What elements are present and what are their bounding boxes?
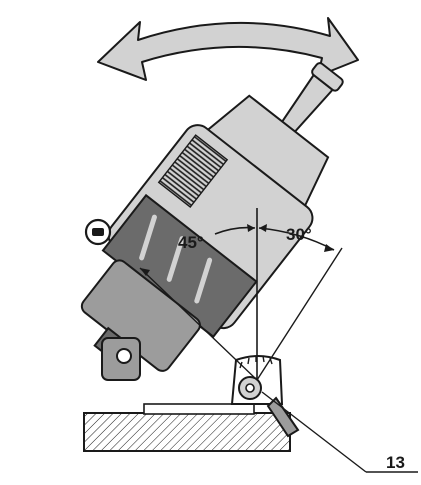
angle-lines	[139, 208, 343, 381]
angle-right-label: 30°	[286, 225, 312, 244]
line-30-degree	[256, 247, 343, 381]
bracket-knob	[101, 337, 141, 381]
base-plate	[83, 403, 291, 452]
angle-left-label: 45°	[178, 233, 204, 252]
double-arrow-icon	[97, 17, 359, 81]
callout-13-label: 13	[386, 453, 405, 472]
lock-knob-icon	[84, 218, 112, 246]
line-45-degree	[139, 267, 258, 381]
router-body	[80, 62, 344, 372]
callout-leader	[261, 391, 418, 473]
